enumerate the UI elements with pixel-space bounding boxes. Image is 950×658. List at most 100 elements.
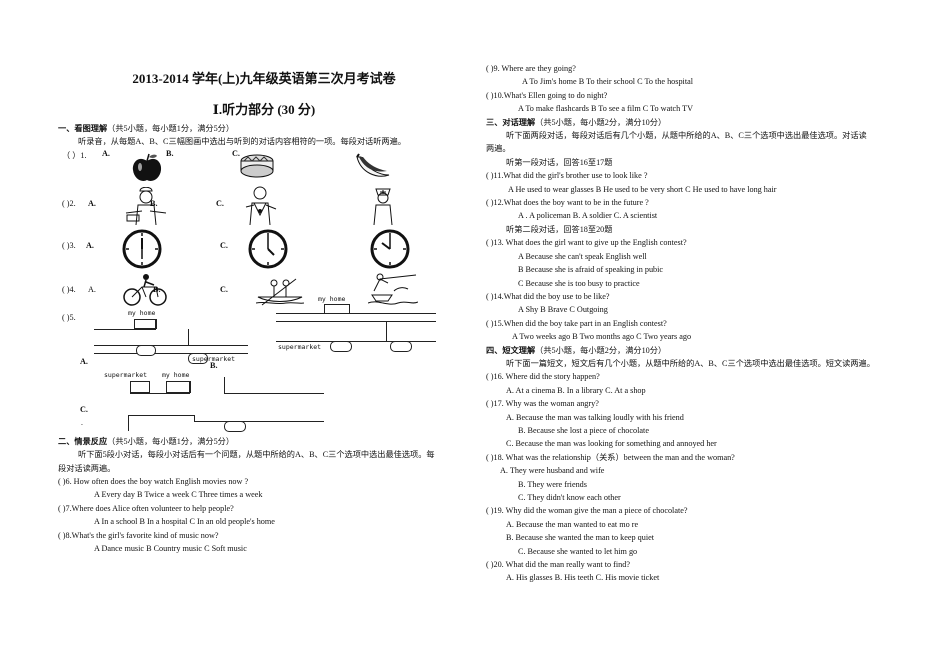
question-13: ( )13. What does the girl want to give u… [486, 238, 687, 248]
question-7: ( )7.Where does Alice often volunteer to… [58, 503, 234, 513]
section1-heading: 一、看图理解 [58, 124, 108, 133]
section3-heading-line: 三、对话理解（共5小题，每小题2分，满分10分） [486, 116, 906, 129]
dialogue-2-note: 听第二段对话，回答18至20题 [506, 224, 613, 234]
cook-picture [125, 186, 167, 225]
section3-instruction-2: 两遍。 [486, 144, 511, 154]
question-8-options: A Dance music B Country music C Soft mus… [94, 544, 247, 554]
left-column: 2013-2014 学年(上)九年级英语第三次月考试卷 Ⅰ.听力部分 (30 分… [58, 60, 470, 555]
question-14-options: A Shy B Brave C Outgoing [518, 305, 608, 315]
question-10: ( )10.What's Ellen going to do night? [486, 90, 608, 100]
map-c-box-2 [390, 340, 412, 352]
question-4: ( )4. A. B. C. [58, 271, 470, 309]
dialogue-1-note: 听第一段对话，回答16至17题 [506, 157, 613, 167]
question-17: ( )17. Why was the woman angry? [486, 399, 599, 409]
section1-note: （共5小题，每小题1分，满分5分） [107, 124, 235, 133]
section2-instruction-1: 听下面5段小对话，每段小对话后有一个问题，从题中所给的A、B、C三个选项中选出最… [78, 450, 435, 460]
q5-number: ( )5. [62, 312, 76, 322]
question-17-option-a: A. Because the man was talking loudly wi… [506, 412, 684, 422]
clock-a-picture [122, 229, 162, 269]
map-a-home-box [134, 318, 156, 329]
section4-instruction: 听下面一篇短文，短文后有几个小题，从题中所给的A、B、C三个选项中选出最佳选项。… [506, 358, 875, 368]
section2-instruction-2: 段对话读两遍。 [58, 463, 116, 473]
q1-option-c: C. [232, 148, 240, 158]
map-d-supermarket-label: supermarket [104, 370, 148, 379]
clock-b-picture [248, 229, 288, 269]
question-18-option-c: C. They didn't know each other [518, 493, 621, 502]
map-b: supermarket B. [188, 309, 288, 370]
section2-note: （共5小题，每小题1分，满分5分） [107, 436, 235, 446]
clock-c-picture [370, 229, 410, 269]
q5-option-c: C. [80, 404, 88, 414]
section4-heading: 四、短文理解 [486, 345, 536, 355]
question-1: （ ）1. A. B. C. [58, 149, 470, 185]
section3-note: （共5小题，每小题2分，满分10分） [535, 117, 667, 127]
question-11-options: A He used to wear glasses B He used to b… [508, 184, 777, 194]
q2-number: ( )2. [62, 198, 76, 208]
map-a-home-label: my home [128, 308, 156, 317]
question-13-option-c: C Because she is too busy to practice [518, 278, 640, 288]
question-14: ( )14.What did the boy use to be like? [486, 291, 610, 301]
question-20: ( )20. What did the man really want to f… [486, 560, 630, 570]
question-13-option-b: B Because she is afraid of speaking in p… [518, 265, 664, 275]
question-3: ( )3. A. C. [58, 227, 470, 271]
question-12-options: A . A policeman B. A soldier C. A scient… [518, 211, 658, 221]
doctor-picture [245, 186, 277, 225]
q4-option-a: A. [88, 284, 96, 294]
question-19-option-b: B. Because she wanted the man to keep qu… [506, 533, 655, 543]
q1-number: （ ）1. [62, 150, 87, 160]
map-c-box-1 [330, 340, 352, 352]
exam-title: 2013-2014 学年(上)九年级英语第三次月考试卷 [132, 71, 396, 86]
banana-picture [356, 153, 390, 177]
map-d-home-label: my home [162, 370, 190, 379]
q5-option-a: A. [80, 356, 88, 366]
q2-option-c: C. [216, 198, 224, 208]
question-18-option-b: B. They were friends [518, 479, 587, 489]
question-9: ( )9. Where are they going? [486, 64, 576, 73]
q3-option-a: A. [86, 240, 94, 250]
q2-option-a: A. [88, 198, 96, 208]
question-7-options: A In a school B In a hospital C In an ol… [94, 517, 275, 527]
question-18-option-a: A. They were husband and wife [500, 466, 605, 476]
map-d-supermarket-box [130, 380, 150, 393]
question-9-options: A To Jim's home B To their school C To t… [522, 77, 694, 87]
map-d-box [224, 420, 246, 432]
question-8: ( )8.What's the girl's favorite kind of … [58, 530, 219, 540]
question-18: ( )18. What was the relationship（关系）betw… [486, 452, 735, 462]
section3-instruction-1: 听下面两段对话，每段对话后有几个小题，从题中所给的A、B、C三个选项中选出最佳选… [506, 131, 867, 141]
apple-picture [132, 153, 162, 181]
cyclist-picture [123, 273, 167, 306]
question-17-option-c: C. Because the man was looking for somet… [506, 439, 717, 449]
fishing-picture [368, 273, 418, 305]
q1-option-b: B. [166, 148, 174, 158]
question-10-options: A To make flashcards B To see a film C T… [518, 104, 694, 114]
question-19: ( )19. Why did the woman give the man a … [486, 506, 688, 516]
q1-option-a: A. [102, 148, 110, 158]
section1-instruction: 听录音，从每题A、B、C三幅图画中选出与听到的对话内容相符的一项。每段对话听两遍… [78, 137, 406, 147]
map-a: my home A. [80, 308, 204, 367]
question-19-option-a: A. Because the man wanted to eat mo re [506, 519, 639, 529]
map-c: my home supermarket [276, 295, 436, 359]
section2-heading: 二、情景反应 [58, 436, 108, 446]
section1-heading-line: 一、看图理解（共5小题，每小题1分，满分5分） [58, 122, 470, 135]
question-13-option-a: A Because she can't speak English well [518, 251, 647, 261]
question-6-options: A Every day B Twice a week C Three times… [94, 490, 263, 500]
question-15-options: A Two weeks ago B Two months ago C Two y… [512, 332, 692, 342]
section4-heading-line: 四、短文理解（共5小题，每小题2分，满分10分） [486, 344, 906, 357]
q3-number: ( )3. [62, 240, 76, 250]
nurse-picture [373, 188, 393, 225]
section4-note: （共5小题，每小题2分，满分10分） [535, 345, 667, 355]
question-12: ( )12.What does the boy want to be in th… [486, 198, 649, 208]
question-15: ( )15.When did the boy take part in an E… [486, 318, 667, 328]
question-19-option-c: C. Because she wanted to let him go [518, 546, 638, 556]
map-c-home-label: my home [318, 294, 346, 303]
right-column: ( )9. Where are they going? A To Jim's h… [486, 62, 906, 585]
question-5: ( )5. my home A. supermarket B. [58, 295, 470, 437]
map-d: supermarket my home C. . [80, 370, 334, 435]
rowing-picture [256, 278, 304, 306]
q4-number: ( )4. [62, 284, 76, 294]
cake-picture [240, 154, 274, 178]
question-11: ( )11.What did the girl's brother use to… [486, 171, 648, 181]
section2-heading-line: 二、情景反应（共5小题，每小题1分，满分5分） [58, 435, 470, 448]
question-16: ( )16. Where did the story happen? [486, 372, 600, 382]
